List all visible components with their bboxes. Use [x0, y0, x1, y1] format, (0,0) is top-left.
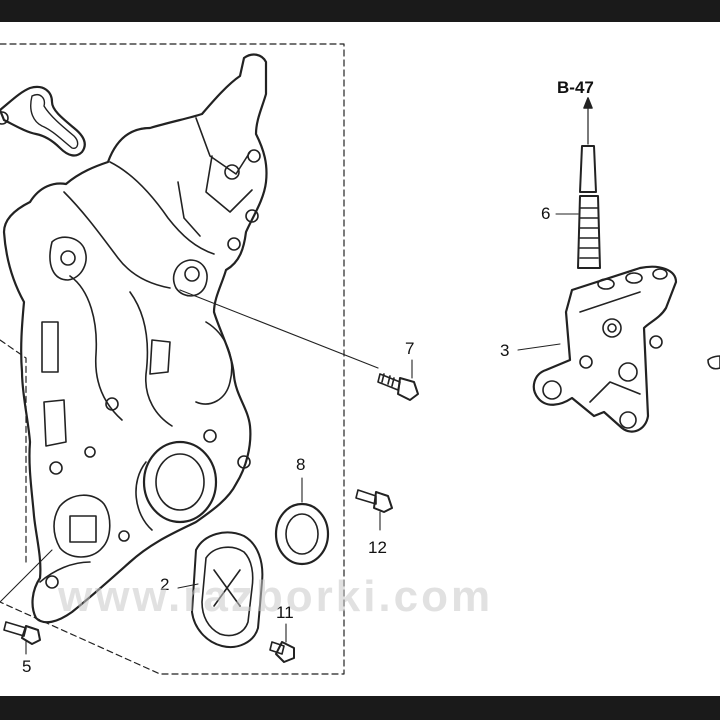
watermark-text: www.razborki.com — [58, 572, 494, 621]
top-frame-bar — [0, 0, 720, 22]
bottom-frame-bar — [0, 696, 720, 720]
callout-12: 12 — [368, 538, 387, 557]
crank-seal-bore — [142, 440, 218, 524]
part-11-bolt — [269, 641, 295, 663]
part-5-bolt — [3, 621, 41, 645]
reference-label-b47: B-47 — [557, 78, 594, 97]
part-3-bracket — [532, 265, 678, 433]
sub-boundary — [0, 339, 27, 563]
callout-11: 11 — [276, 603, 294, 622]
part-6-stud — [577, 97, 601, 269]
callout-3: 3 — [500, 341, 510, 360]
callout-6: 6 — [541, 204, 551, 223]
callout-5: 5 — [22, 657, 32, 676]
timing-cover-body — [2, 53, 268, 624]
callout-7: 7 — [405, 339, 415, 358]
part-12-bolt — [355, 489, 393, 513]
assembly-boundary — [0, 43, 345, 675]
upper-gasket — [0, 85, 86, 157]
callout-2: 2 — [160, 575, 170, 594]
part-7-bolt — [377, 373, 419, 401]
part-2-plate — [191, 531, 264, 648]
parts-diagram — [0, 43, 720, 675]
part-8-oil-seal — [274, 502, 330, 566]
callout-8: 8 — [296, 455, 306, 474]
